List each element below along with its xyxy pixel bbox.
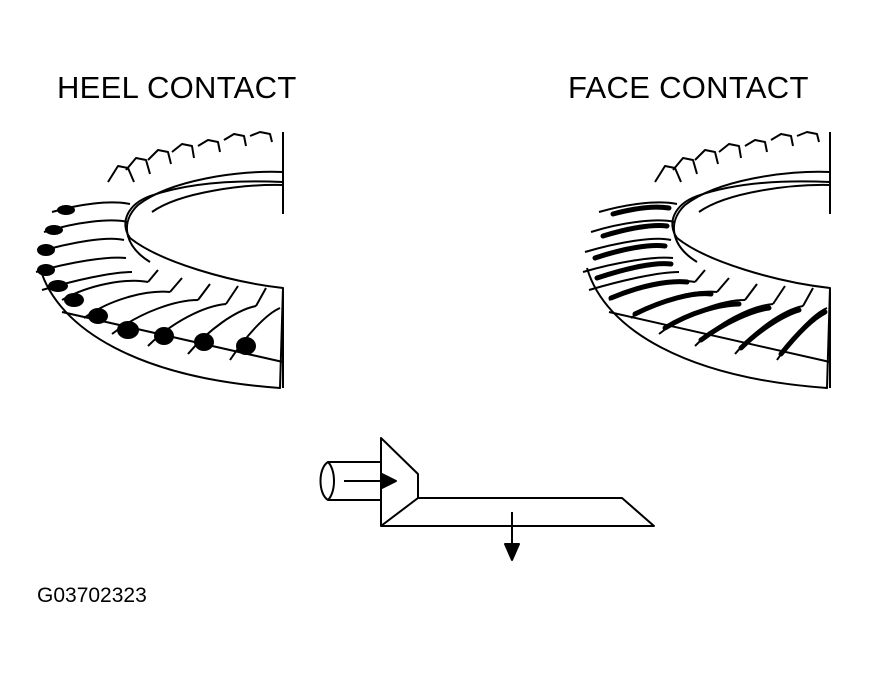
gear-bore-edge-inner [698, 183, 831, 213]
heel-contact-gear [35, 131, 284, 389]
face-contact-gear [582, 131, 831, 389]
gear-bottom-tooth-tips [147, 269, 267, 307]
gear-bore-edge-inner [151, 183, 284, 213]
pinion-shaft [319, 461, 381, 501]
ring-gear-profile [381, 497, 655, 527]
gear-bore-edge [673, 170, 831, 263]
gear-bore-edge [126, 170, 284, 263]
ring-thrust-arrowhead [504, 543, 520, 561]
gear-bottom-teeth [61, 279, 281, 361]
heel-contact-patches [37, 205, 256, 355]
figure-id-label: G03702323 [37, 584, 147, 607]
face-contact-label: FACE CONTACT [568, 70, 809, 105]
pinion-thrust-arrowhead [381, 473, 397, 489]
pinion-shaft-end [327, 461, 335, 501]
thrust-direction-schematic [319, 437, 655, 561]
face-contact-streaks [592, 204, 828, 357]
heel-contact-label: HEEL CONTACT [57, 70, 297, 105]
gear-left-teeth [35, 201, 133, 291]
gear-bottom-tooth-tips [694, 269, 814, 307]
gear-top-teeth [107, 131, 273, 183]
gear-outer-rim [586, 132, 831, 389]
gear-outer-rim [39, 132, 284, 389]
gear-left-teeth [582, 201, 680, 291]
gear-top-teeth [654, 131, 820, 183]
gear-back-edge [608, 311, 831, 363]
